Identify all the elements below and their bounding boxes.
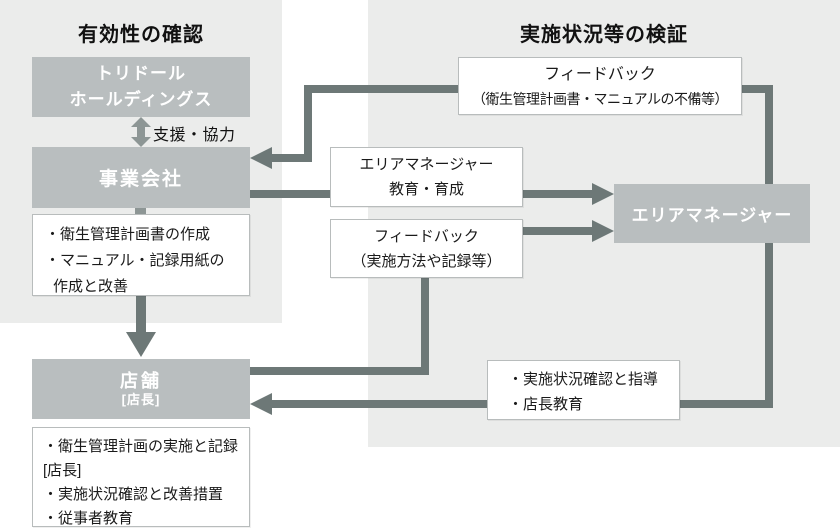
callout-am-training: エリアマネージャー 教育・育成 bbox=[330, 147, 523, 207]
arrow-store-up-vertical bbox=[421, 278, 429, 375]
node-holdings: トリドール ホールディングス bbox=[32, 57, 250, 117]
node-operating-company: 事業会社 bbox=[32, 147, 250, 208]
callout-feedback-mid-line1: フィードバック bbox=[374, 227, 479, 245]
arrow-company-to-store-shaft bbox=[136, 296, 146, 334]
arrowhead-into-store-icon bbox=[250, 393, 272, 415]
heading-effectiveness: 有効性の確認 bbox=[78, 24, 204, 46]
arrowhead-down-into-store-icon bbox=[126, 332, 156, 357]
node-area-manager: エリアマネージャー bbox=[614, 184, 810, 243]
arrow-am-trunk-vertical bbox=[765, 85, 773, 408]
callout-feedback-top-line1: フィードバック bbox=[544, 66, 656, 83]
callout-company-tasks: ・衛生管理計画書の作成 ・マニュアル・記録用紙の 作成と改善 bbox=[32, 214, 250, 296]
callout-feedback-top-line2: （衛生管理計画書・マニュアルの不備等） bbox=[471, 91, 729, 107]
arrowhead-up-support-icon bbox=[131, 117, 151, 127]
callout-feedback-mid: フィードバック （実施方法や記録等） bbox=[330, 219, 523, 278]
node-store-label: 店舗 bbox=[120, 371, 162, 391]
arrow-company-to-tasks-connector bbox=[135, 208, 146, 215]
arrow-feedback-into-company bbox=[272, 154, 312, 162]
callout-company-tasks-line3: 作成と改善 bbox=[53, 278, 129, 295]
node-holdings-line1: トリドール bbox=[96, 64, 186, 83]
callout-store-tasks-line1: ・衛生管理計画の実施と記録 bbox=[43, 438, 239, 455]
callout-guidance-line1: ・実施状況確認と指導 bbox=[508, 371, 659, 388]
heading-verification: 実施状況等の検証 bbox=[520, 24, 688, 46]
callout-am-training-line2: 教育・育成 bbox=[388, 181, 464, 198]
callout-am-training-line1: エリアマネージャー bbox=[359, 156, 494, 173]
arrow-feedback-drop-vertical bbox=[304, 85, 312, 162]
callout-store-tasks-line4: ・従事者教育 bbox=[43, 510, 134, 527]
callout-feedback-mid-line2: （実施方法や記録等） bbox=[351, 252, 502, 270]
node-operating-company-label: 事業会社 bbox=[98, 169, 183, 190]
arrow-feedbackmid-to-am bbox=[523, 227, 592, 235]
node-area-manager-label: エリアマネージャー bbox=[631, 206, 793, 225]
callout-company-tasks-line2: ・マニュアル・記録用紙の bbox=[45, 252, 225, 269]
node-holdings-line2: ホールディングス bbox=[69, 90, 213, 109]
callout-feedback-top: フィードバック （衛生管理計画書・マニュアルの不備等） bbox=[458, 57, 742, 115]
callout-guidance: ・実施状況確認と指導 ・店長教育 bbox=[487, 360, 680, 420]
arrowhead-down-support-icon bbox=[131, 137, 151, 147]
callout-store-tasks: ・衛生管理計画の実施と記録 [店長] ・実施状況確認と改善措置 ・従事者教育 bbox=[32, 427, 250, 527]
node-store-sublabel: [店長] bbox=[121, 392, 161, 407]
callout-store-tasks-line2: [店長] bbox=[43, 462, 82, 479]
callout-guidance-line2: ・店長教育 bbox=[508, 396, 584, 413]
arrowhead-into-am-top-icon bbox=[592, 183, 614, 205]
arrowhead-into-company-icon bbox=[250, 147, 272, 169]
callout-store-tasks-line3: ・実施状況確認と改善措置 bbox=[43, 486, 224, 503]
arrowhead-into-am-bottom-icon bbox=[592, 220, 614, 242]
callout-company-tasks-line1: ・衛生管理計画書の作成 bbox=[45, 226, 211, 243]
arrow-store-out-horizontal bbox=[250, 367, 429, 375]
arrow-support-shaft bbox=[137, 126, 145, 138]
label-support-cooperation: 支援・協力 bbox=[153, 127, 236, 144]
node-store: 店舗 [店長] bbox=[32, 359, 250, 419]
